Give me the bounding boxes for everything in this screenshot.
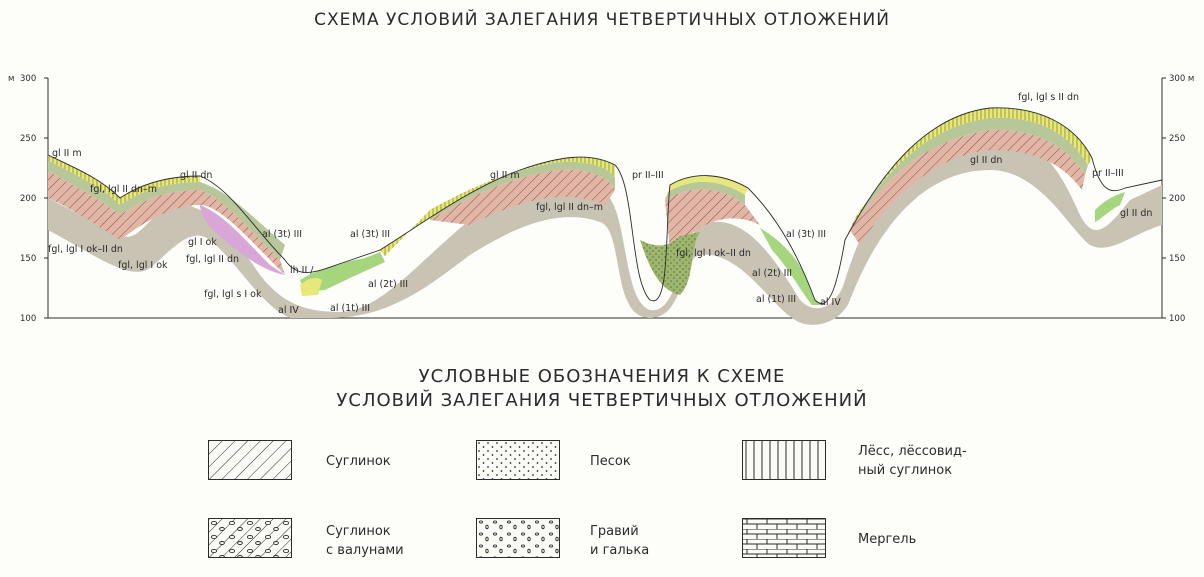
section-label: gl II dn <box>970 155 1002 166</box>
legend-swatch-sand <box>476 440 560 480</box>
section-label: lh II / <box>290 265 314 276</box>
section-label: fgl, lgl II dn–m <box>90 184 157 195</box>
alluvial-terraces <box>300 192 1125 305</box>
section-label: pr II–III <box>1092 168 1124 179</box>
section-label: fgl, lgl I ok <box>118 260 168 271</box>
left-axis-tick: 300 <box>20 74 36 84</box>
left-axis: м 300 250 200 150 100 <box>8 74 49 324</box>
section-label: al IV <box>820 297 841 308</box>
left-axis-tick: 200 <box>20 194 36 204</box>
section-label: al (3t) III <box>350 229 390 240</box>
section-label: fgl, lgl II dn–m <box>536 202 603 213</box>
section-label: al (1t) III <box>330 303 370 314</box>
section-label: al (3t) III <box>262 229 302 240</box>
legend-title-line2: УСЛОВИЙ ЗАЛЕГАНИЯ ЧЕТВЕРТИЧНЫХ ОТЛОЖЕНИЙ <box>336 390 868 411</box>
geological-cross-section: м 300 250 200 150 100 300 м 250 200 150 … <box>8 74 1194 325</box>
diagram-title: СХЕМА УСЛОВИЙ ЗАЛЕГАНИЯ ЧЕТВЕРТИЧНЫХ ОТЛ… <box>314 10 890 30</box>
legend-label-gravel: Гравий и галька <box>590 524 650 558</box>
section-label: al (3t) III <box>786 229 826 240</box>
section-label: fgl, lgl I ok–II dn <box>48 244 123 255</box>
section-label: fgl, lgl II dn <box>186 254 239 265</box>
section-label: fgl, lgl s I ok <box>204 289 262 300</box>
moraine-layers <box>48 117 1088 260</box>
legend-label-loess: Лёсс, лёссовид- ный суглинок <box>858 444 967 478</box>
right-axis-tick: 250 <box>1169 134 1185 144</box>
section-label: gl II dn <box>180 170 212 181</box>
right-axis-tick: 200 <box>1169 194 1185 204</box>
section-label: al IV <box>278 305 299 316</box>
sand-valley-dots <box>640 232 700 295</box>
right-axis-tick: 100 <box>1169 314 1185 324</box>
violet-lens <box>200 205 285 275</box>
surface-line <box>47 107 1163 304</box>
left-axis-unit: м <box>8 74 14 84</box>
right-axis-tick: 300 м <box>1169 74 1194 84</box>
legend-label-loam-boulders: Суглинок с валунами <box>326 524 404 558</box>
section-label: pr II–III <box>632 170 664 181</box>
right-axis: 300 м 250 200 150 100 <box>1161 74 1194 324</box>
legend-label-marl: Мергель <box>858 532 917 547</box>
legend-label-loam: Суглинок <box>326 454 391 469</box>
legend-title-line1: УСЛОВНЫЕ ОБОЗНАЧЕНИЯ К СХЕМЕ <box>418 366 786 387</box>
section-label: al (1t) III <box>756 294 796 305</box>
section-label: gl II m <box>52 148 82 159</box>
left-axis-tick: 250 <box>20 134 36 144</box>
loess-layers <box>48 107 1092 256</box>
right-axis-tick: 150 <box>1169 254 1185 264</box>
section-labels: gl II m fgl, lgl II dn–m gl II dn fgl, l… <box>48 92 1152 316</box>
section-label: al (2t) III <box>368 279 408 290</box>
section-label: gl II dn <box>1120 208 1152 219</box>
legend-swatch-loess <box>742 440 826 480</box>
section-label: gl I ok <box>188 237 217 248</box>
section-label: gl II m <box>490 170 520 181</box>
section-label: fgl, lgl s II dn <box>1018 92 1079 103</box>
section-label: al (2t) III <box>752 268 792 279</box>
legend-label-sand: Песок <box>590 454 631 469</box>
legend-swatch-loam <box>208 440 292 480</box>
legend-swatch-loam-boulders <box>208 518 292 558</box>
legend-swatch-marl <box>742 518 826 558</box>
legend-swatch-gravel <box>476 518 560 558</box>
section-label: fgl, lgl I ok–II dn <box>676 248 751 259</box>
left-axis-tick: 100 <box>20 314 36 324</box>
left-axis-tick: 150 <box>20 254 36 264</box>
loam-boulders-layers <box>48 129 1085 275</box>
